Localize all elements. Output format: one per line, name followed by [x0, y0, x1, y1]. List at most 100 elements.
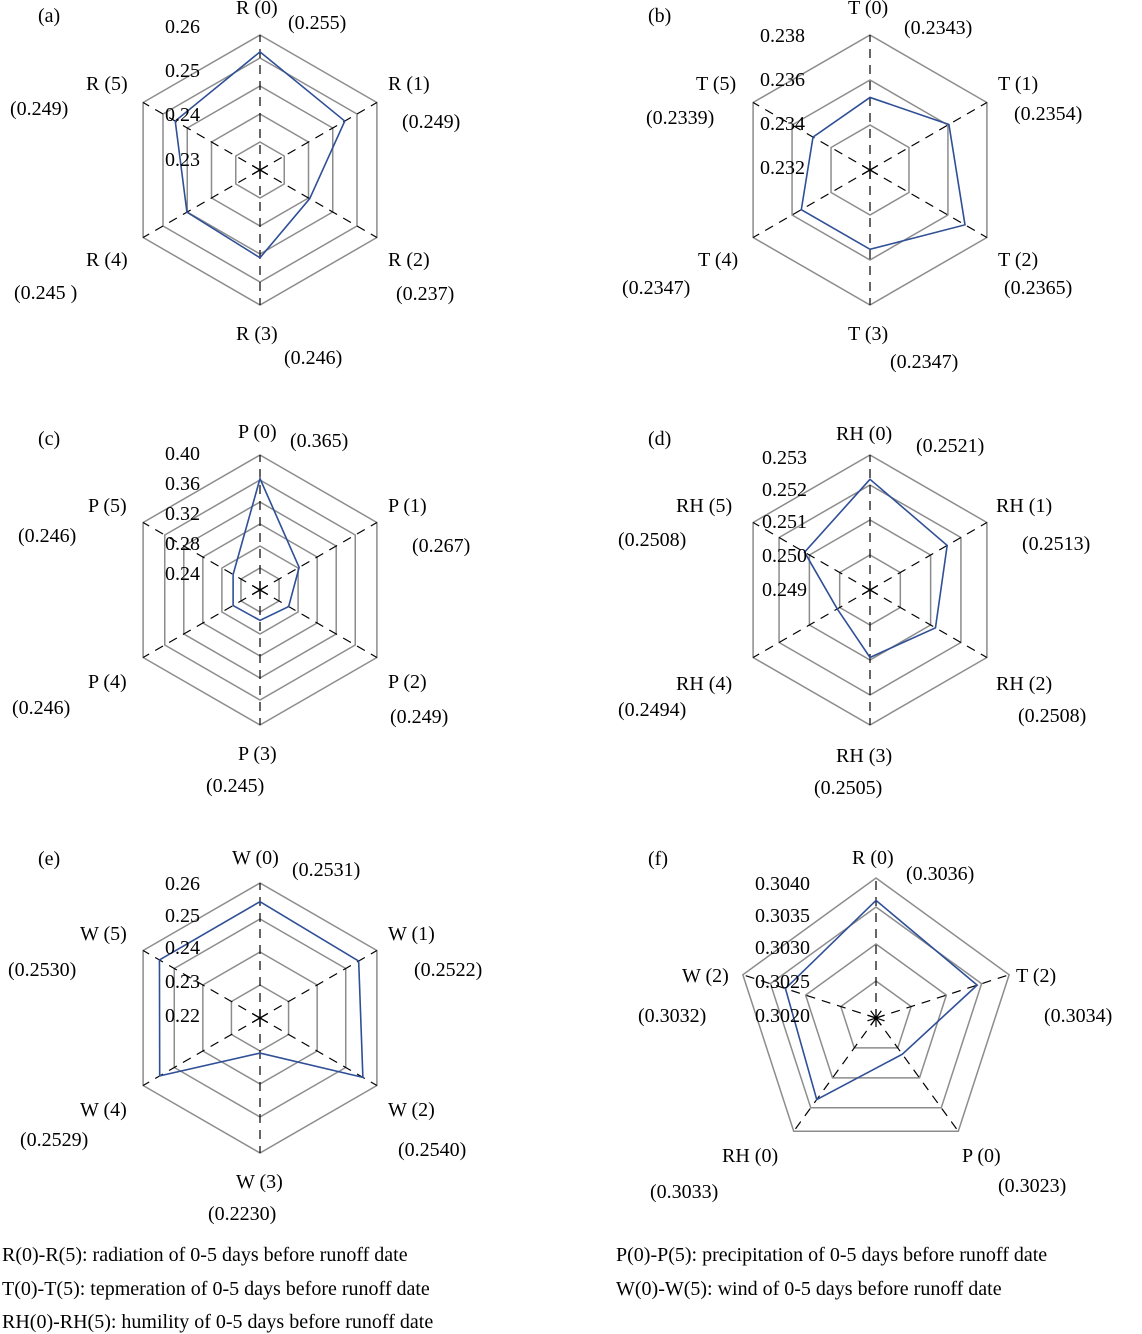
grid-ring [791, 79, 949, 261]
value-label: (0.2513) [1022, 533, 1090, 555]
value-label: (0.2505) [814, 777, 882, 799]
tick-label: 0.3020 [755, 1005, 810, 1027]
axis-spoke [875, 1017, 959, 1132]
axis-label: T (0) [848, 0, 888, 19]
value-label: (0.2354) [1014, 103, 1082, 125]
value-label: (0.2540) [398, 1139, 466, 1161]
axis-label: T (2) [998, 249, 1038, 271]
axis-label: T (4) [698, 249, 738, 271]
axis-spoke [752, 101, 871, 171]
legend-note-radiation: R(0)-R(5): radiation of 0-5 days before … [2, 1244, 408, 1266]
grid-ring [769, 906, 983, 1109]
radar-panel-e: (e)0.260.250.240.230.22W (0)(0.2531)W (1… [8, 847, 482, 1225]
center-mark [251, 584, 269, 596]
axis-spoke [259, 169, 378, 239]
tick-label: 0.23 [165, 971, 200, 993]
axis-label: W (3) [236, 1171, 283, 1193]
tick-label: 0.28 [165, 533, 200, 555]
axis-label: T (5) [696, 73, 736, 95]
axis-spoke [875, 974, 1010, 1019]
axis-label: P (0) [238, 421, 277, 443]
axis-spoke [142, 169, 261, 239]
tick-label: 0.232 [760, 157, 805, 179]
axis-spoke [142, 589, 261, 659]
value-label: (0.245 ) [14, 282, 77, 304]
tick-label: 0.24 [165, 937, 200, 959]
tick-label: 0.253 [762, 447, 807, 469]
tick-label: 0.23 [165, 149, 200, 171]
radar-panel-c: (c)0.400.360.320.280.24P (0)(0.365)P (1)… [12, 421, 470, 797]
legend-note-temperature: T(0)-T(5): tepmeration of 0-5 days befor… [2, 1278, 430, 1300]
value-label: (0.2530) [8, 959, 76, 981]
grid-ring [741, 877, 1011, 1133]
data-series-line [800, 96, 966, 251]
center-mark [251, 1012, 269, 1024]
value-label: (0.3036) [906, 863, 974, 885]
value-label: (0.2339) [646, 107, 714, 129]
axis-label: P (4) [88, 671, 127, 693]
axis-label: RH (3) [836, 745, 892, 767]
panel-label: (c) [38, 428, 60, 450]
axis-label: R (1) [388, 73, 430, 95]
value-label: (0.245) [206, 775, 264, 797]
axis-label: RH (5) [676, 495, 732, 517]
tick-label: 0.251 [762, 511, 807, 533]
value-label: (0.255) [288, 12, 346, 34]
axis-label: RH (0) [836, 423, 892, 445]
tick-label: 0.236 [760, 69, 805, 91]
tick-label: 0.40 [165, 443, 200, 465]
tick-label: 0.32 [165, 503, 200, 525]
tick-label: 0.22 [165, 1005, 200, 1027]
tick-label: 0.238 [760, 25, 805, 47]
axis-spoke [869, 169, 988, 239]
value-label: (0.2347) [890, 351, 958, 373]
tick-label: 0.24 [165, 104, 200, 126]
axis-spoke [142, 1017, 261, 1087]
axis-spoke [259, 589, 378, 659]
axis-spoke [752, 521, 871, 591]
tick-label: 0.3030 [755, 937, 810, 959]
value-label: (0.249) [402, 111, 460, 133]
legend-note-wind: W(0)-W(5): wind of 0-5 days before runof… [616, 1278, 1002, 1300]
data-series-line [158, 900, 364, 1079]
axis-label: RH (0) [722, 1145, 778, 1167]
panel-label: (f) [648, 848, 668, 870]
value-label: (0.246) [12, 697, 70, 719]
axis-label: W (2) [682, 965, 729, 987]
value-label: (0.267) [412, 535, 470, 557]
value-label: (0.2522) [414, 959, 482, 981]
value-label: (0.365) [290, 430, 348, 452]
value-label: (0.3033) [650, 1181, 718, 1203]
grid-ring [235, 141, 285, 199]
axis-label: P (2) [388, 671, 427, 693]
value-label: (0.2529) [20, 1129, 88, 1151]
axis-spoke [869, 589, 988, 659]
axis-spoke [259, 949, 378, 1019]
grid-ring [163, 479, 357, 701]
value-label: (0.2521) [916, 435, 984, 457]
axis-label: W (1) [388, 923, 435, 945]
value-label: (0.3034) [1044, 1005, 1112, 1027]
axis-spoke [142, 949, 261, 1019]
value-label: (0.249) [390, 706, 448, 728]
tick-label: 0.252 [762, 479, 807, 501]
data-series-line [784, 899, 979, 1101]
axis-label: W (5) [80, 923, 127, 945]
axis-label: R (0) [852, 847, 894, 869]
axis-label: R (4) [86, 249, 128, 271]
panel-label: (a) [38, 5, 60, 27]
axis-label: T (2) [1016, 965, 1056, 987]
axis-spoke [869, 101, 988, 171]
axis-label: T (3) [848, 323, 888, 345]
value-label: (0.246) [18, 525, 76, 547]
axis-label: R (3) [236, 323, 278, 345]
tick-label: 0.24 [165, 563, 200, 585]
value-label: (0.2508) [618, 529, 686, 551]
axis-label: R (2) [388, 249, 430, 271]
axis-label: P (0) [962, 1145, 1001, 1167]
axis-spoke [259, 101, 378, 171]
